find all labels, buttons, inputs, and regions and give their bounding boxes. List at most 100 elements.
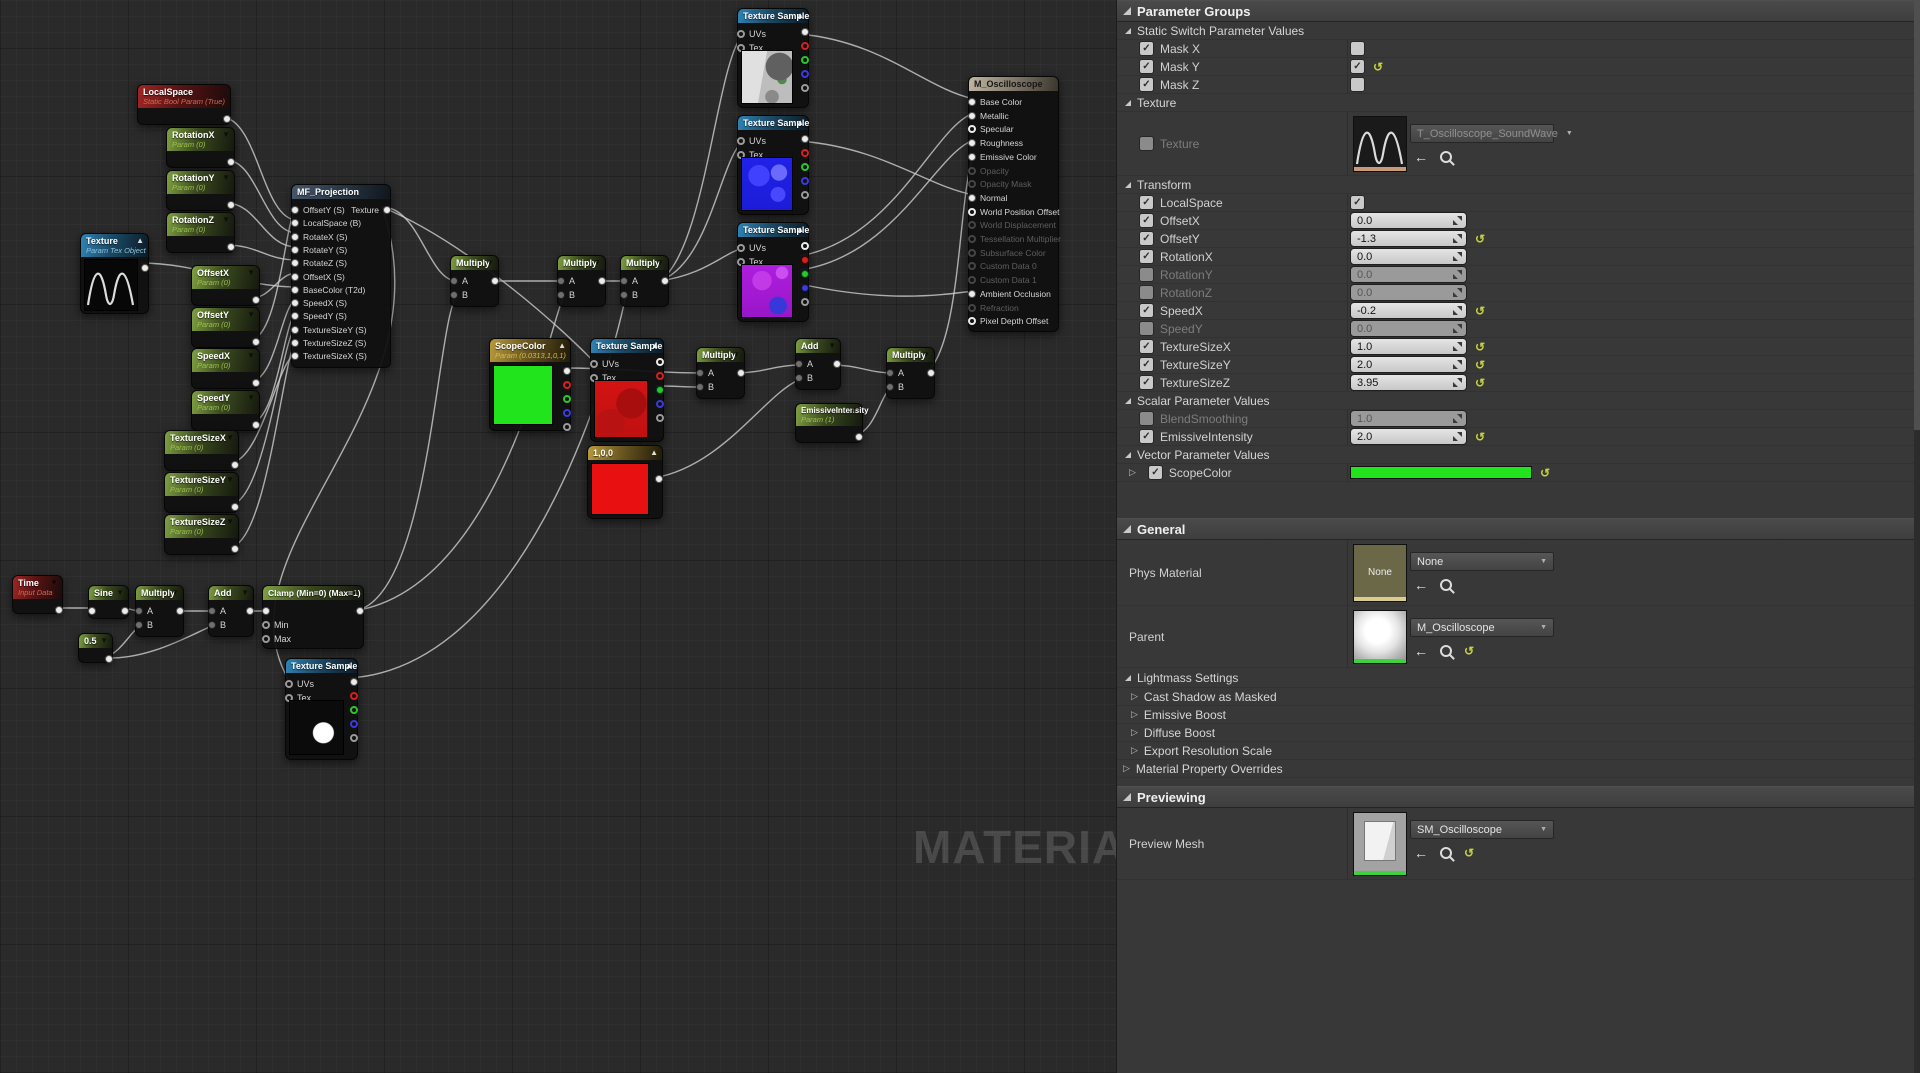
- value-checkbox-mask-y[interactable]: ✓: [1350, 59, 1365, 74]
- asset-dropdown-phys-material[interactable]: None▼: [1410, 552, 1554, 571]
- dropdown-icon[interactable]: ▼: [226, 475, 234, 484]
- browse-button[interactable]: [1440, 579, 1452, 591]
- collapsed-row-diffuse-boost[interactable]: ▷Diffuse Boost: [1117, 724, 1920, 742]
- spinbox-drag-icon[interactable]: [1453, 432, 1462, 441]
- reset-button[interactable]: ↺: [1475, 429, 1486, 444]
- pin[interactable]: [968, 125, 976, 134]
- dropdown-icon[interactable]: ▼: [351, 588, 359, 597]
- browse-button[interactable]: [1440, 151, 1452, 163]
- pin[interactable]: [801, 42, 809, 50]
- node-header[interactable]: Sine▼: [89, 586, 128, 600]
- collapsed-row-cast-shadow-as-masked[interactable]: ▷Cast Shadow as Masked: [1117, 688, 1920, 706]
- spinbox-drag-icon[interactable]: [1453, 216, 1462, 225]
- pin[interactable]: [262, 635, 270, 643]
- value-checkbox-localspace[interactable]: ✓: [1350, 195, 1365, 210]
- pin[interactable]: [968, 152, 976, 161]
- pin[interactable]: [801, 298, 809, 306]
- pin[interactable]: [968, 276, 976, 285]
- reset-button[interactable]: ↺: [1464, 846, 1475, 860]
- override-checkbox-texturesizex[interactable]: ✓: [1139, 339, 1154, 354]
- collapsed-arrow-icon[interactable]: ▷: [1131, 745, 1138, 755]
- pin[interactable]: [968, 166, 976, 175]
- subsection-vector-parameter-values[interactable]: Vector Parameter Values: [1117, 446, 1920, 464]
- pin[interactable]: [285, 680, 293, 688]
- section-previewing[interactable]: Previewing: [1117, 786, 1920, 808]
- scrollbar-thumb[interactable]: [1914, 0, 1920, 430]
- node-header[interactable]: Texture Sample▲: [738, 116, 809, 130]
- pin[interactable]: [227, 158, 235, 166]
- node-header[interactable]: Texture Sample▲: [738, 9, 809, 23]
- value-spinbox-blendsmoothing[interactable]: 1.0: [1350, 410, 1467, 427]
- pin[interactable]: [450, 291, 458, 299]
- node-header[interactable]: Add▼: [209, 586, 253, 600]
- spinbox-drag-icon[interactable]: [1453, 360, 1462, 369]
- value-spinbox-texturesizey[interactable]: 2.0: [1350, 356, 1467, 373]
- dropdown-icon[interactable]: ▼: [656, 258, 664, 267]
- pin[interactable]: [563, 381, 571, 389]
- collapse-icon[interactable]: ▲: [136, 236, 144, 245]
- override-checkbox-speedx[interactable]: ✓: [1139, 303, 1154, 318]
- reset-button[interactable]: ↺: [1540, 465, 1551, 480]
- use-selected-button[interactable]: ←: [1414, 643, 1428, 659]
- collapsed-arrow-icon[interactable]: ▷: [1131, 691, 1138, 701]
- dropdown-icon[interactable]: ▼: [828, 341, 836, 350]
- value-spinbox-texturesizex[interactable]: 1.0: [1350, 338, 1467, 355]
- dropdown-icon[interactable]: ▼: [171, 588, 179, 597]
- pin[interactable]: [801, 163, 809, 171]
- pin[interactable]: [737, 244, 745, 252]
- pin[interactable]: [801, 70, 809, 78]
- pin[interactable]: [291, 219, 299, 228]
- reset-button[interactable]: ↺: [1475, 231, 1486, 246]
- pin[interactable]: [291, 325, 299, 334]
- asset-dropdown-parent[interactable]: M_Oscilloscope▼: [1410, 618, 1554, 637]
- pin[interactable]: [350, 720, 358, 728]
- spinbox-drag-icon[interactable]: [1453, 270, 1462, 279]
- pin[interactable]: [350, 734, 358, 742]
- pin[interactable]: [598, 277, 606, 285]
- collapsed-row-emissive-boost[interactable]: ▷Emissive Boost: [1117, 706, 1920, 724]
- pin[interactable]: [968, 193, 976, 202]
- override-checkbox-texturesizey[interactable]: ✓: [1139, 357, 1154, 372]
- use-selected-button[interactable]: ←: [1414, 577, 1428, 593]
- pin[interactable]: [223, 115, 231, 123]
- spinbox-drag-icon[interactable]: [1453, 342, 1462, 351]
- pin[interactable]: [291, 206, 299, 214]
- pin[interactable]: [231, 461, 239, 469]
- asset-thumbnail[interactable]: [1353, 610, 1407, 664]
- pin[interactable]: [801, 256, 809, 264]
- reset-button[interactable]: ↺: [1475, 303, 1486, 318]
- pin[interactable]: [737, 369, 745, 377]
- collapse-icon[interactable]: ▲: [651, 341, 659, 350]
- pin[interactable]: [252, 379, 260, 387]
- collapsed-arrow-icon[interactable]: ▷: [1131, 727, 1138, 737]
- spinbox-drag-icon[interactable]: [1453, 252, 1462, 261]
- reset-button[interactable]: ↺: [1464, 644, 1475, 658]
- pin[interactable]: [291, 285, 299, 294]
- node-header[interactable]: Texture Sample▲: [591, 339, 663, 353]
- spinbox-drag-icon[interactable]: [1453, 288, 1462, 297]
- collapsed-arrow-icon[interactable]: ▷: [1123, 763, 1130, 773]
- pin[interactable]: [801, 177, 809, 185]
- collapse-icon[interactable]: ▲: [796, 225, 804, 234]
- dropdown-icon[interactable]: ▼: [116, 588, 124, 597]
- pin[interactable]: [968, 235, 976, 243]
- pin[interactable]: [855, 433, 863, 441]
- node-header[interactable]: Multiply▼: [621, 256, 668, 270]
